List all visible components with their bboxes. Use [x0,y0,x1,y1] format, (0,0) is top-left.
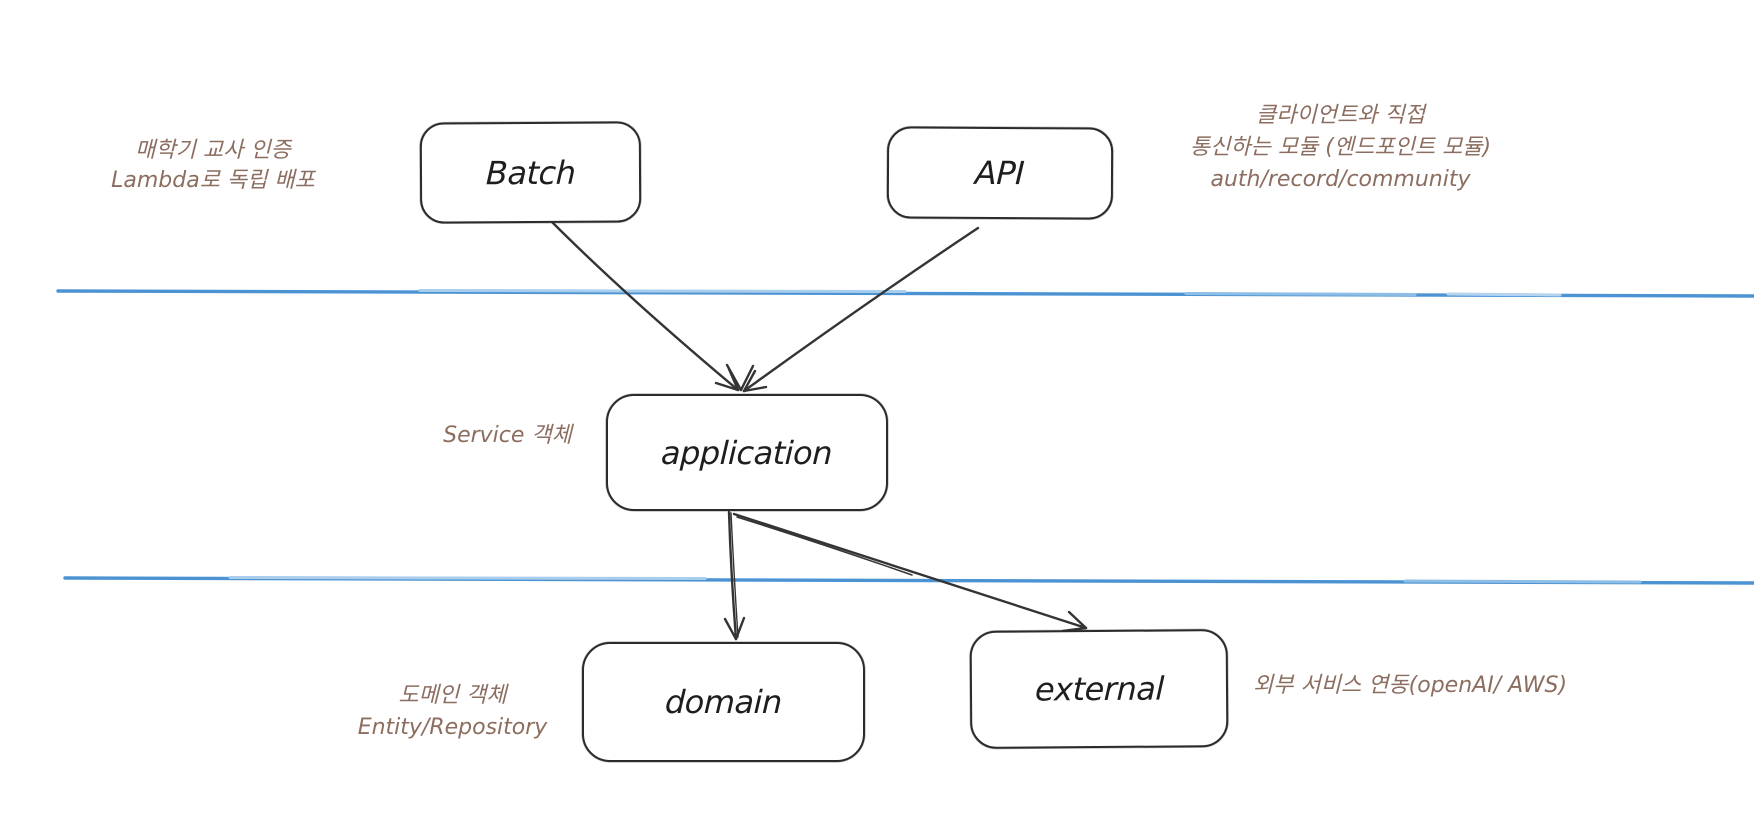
application-note-text: Service 객체 [443,423,572,448]
arrow-application-to-domain [723,510,746,641]
batch-note: 매학기 교사 인증 Lambda로 독립 배포 [88,136,338,196]
node-application-label: application [660,433,834,472]
node-application: application [606,394,888,511]
node-domain-label: domain [664,683,783,721]
node-external-label: external [1034,669,1164,709]
node-domain: domain [582,642,865,762]
batch-note-line-2: Lambda로 독립 배포 [111,168,315,193]
domain-note-line-2: Entity/Repository [357,715,548,740]
node-api-label: API [974,153,1026,193]
domain-note-line-1: 도메인 객체 [398,683,507,708]
node-batch: Batch [419,121,642,224]
api-note-line-3: auth/record/community [1210,167,1471,192]
application-note: Service 객체 [425,420,590,452]
batch-note-line-1: 매학기 교사 인증 [135,138,291,163]
node-external: external [969,629,1229,749]
api-note-line-1: 클라이언트와 직접 [1256,103,1425,128]
divider-line-bottom [63,576,1754,585]
divider-line-top [56,289,1754,298]
external-note: 외부 서비스 연동(openAI/ AWS) [1253,670,1643,702]
api-note-line-2: 통신하는 모듈 (엔드포인트 모듈) [1189,135,1492,160]
arrow-application-to-external [732,512,1088,633]
arrow-api-to-application [725,226,980,393]
external-note-text: 외부 서비스 연동(openAI/ AWS) [1253,673,1568,698]
arrow-batch-to-application [550,220,740,392]
node-api: API [886,126,1114,220]
node-batch-label: Batch [485,153,576,192]
api-note: 클라이언트와 직접 통신하는 모듈 (엔드포인트 모듈) auth/record… [1148,100,1533,196]
domain-note: 도메인 객체 Entity/Repository [325,680,580,744]
